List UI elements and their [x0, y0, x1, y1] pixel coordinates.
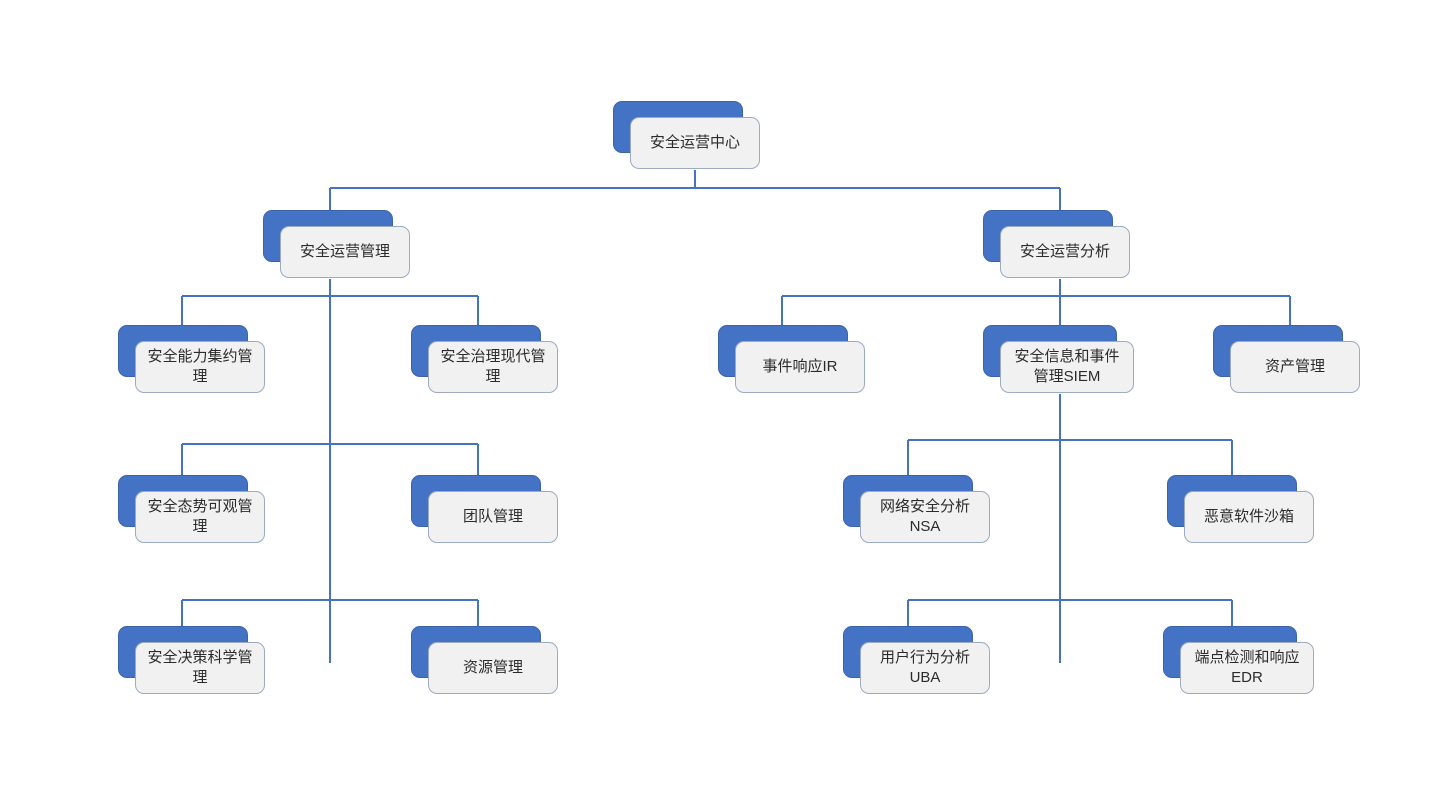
- node-label: 安全态势可观管理: [135, 491, 265, 543]
- node-security-posture-observable-management[interactable]: 安全态势可观管理: [118, 475, 265, 543]
- node-label: 团队管理: [428, 491, 558, 543]
- node-asset-management[interactable]: 资产管理: [1213, 325, 1360, 393]
- node-label: 安全决策科学管理: [135, 642, 265, 694]
- node-label: 资源管理: [428, 642, 558, 694]
- node-endpoint-detection-response-edr[interactable]: 端点检测和响应EDR: [1163, 626, 1314, 694]
- node-label: 安全运营分析: [1000, 226, 1130, 278]
- node-security-operations-management[interactable]: 安全运营管理: [263, 210, 410, 278]
- node-label: 安全运营中心: [630, 117, 760, 169]
- node-security-capability-intensive-management[interactable]: 安全能力集约管理: [118, 325, 265, 393]
- node-label: 端点检测和响应EDR: [1180, 642, 1314, 694]
- node-resource-management[interactable]: 资源管理: [411, 626, 558, 694]
- node-security-operations-center[interactable]: 安全运营中心: [613, 101, 760, 169]
- node-label: 安全治理现代管理: [428, 341, 558, 393]
- node-label: 用户行为分析UBA: [860, 642, 990, 694]
- node-siem[interactable]: 安全信息和事件管理SIEM: [983, 325, 1134, 393]
- node-label: 安全能力集约管理: [135, 341, 265, 393]
- node-security-governance-modern-management[interactable]: 安全治理现代管理: [411, 325, 558, 393]
- node-security-operations-analysis[interactable]: 安全运营分析: [983, 210, 1130, 278]
- node-label: 事件响应IR: [735, 341, 865, 393]
- node-security-decision-science-management[interactable]: 安全决策科学管理: [118, 626, 265, 694]
- node-incident-response-ir[interactable]: 事件响应IR: [718, 325, 865, 393]
- node-malware-sandbox[interactable]: 恶意软件沙箱: [1167, 475, 1314, 543]
- node-network-security-analysis-nsa[interactable]: 网络安全分析NSA: [843, 475, 990, 543]
- node-label: 安全信息和事件管理SIEM: [1000, 341, 1134, 393]
- node-label: 安全运营管理: [280, 226, 410, 278]
- node-label: 资产管理: [1230, 341, 1360, 393]
- node-user-behavior-analysis-uba[interactable]: 用户行为分析UBA: [843, 626, 990, 694]
- node-label: 网络安全分析NSA: [860, 491, 990, 543]
- node-team-management[interactable]: 团队管理: [411, 475, 558, 543]
- node-label: 恶意软件沙箱: [1184, 491, 1314, 543]
